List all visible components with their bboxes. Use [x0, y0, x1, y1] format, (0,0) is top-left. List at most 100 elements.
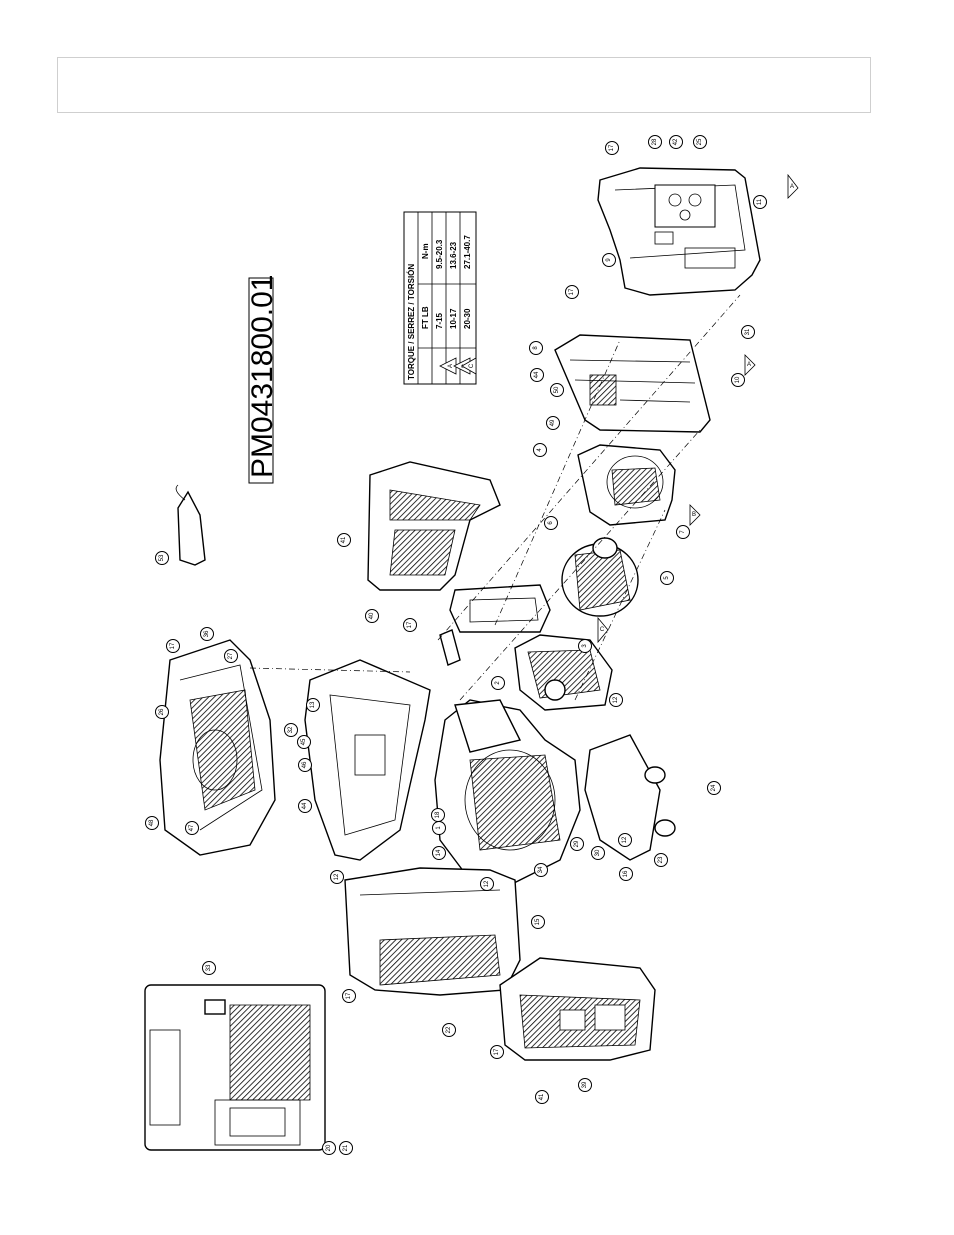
callout-31: 31 — [741, 325, 755, 339]
callout-label: 41 — [539, 1093, 545, 1100]
callout-4: 4 — [533, 443, 547, 457]
torque-marker-10: A — [744, 354, 756, 376]
callout-label: 3 — [582, 644, 588, 648]
callout-label: 11 — [757, 198, 763, 205]
callout-label: 12 — [334, 873, 340, 880]
callout-17: 17 — [403, 618, 417, 632]
callout-label: 31 — [745, 328, 751, 335]
svg-text:A: A — [448, 364, 454, 368]
callout-17: 17 — [342, 989, 356, 1003]
callout-23: 23 — [654, 853, 668, 867]
callout-24: 24 — [707, 781, 721, 795]
callout-label: 13 — [310, 701, 316, 708]
svg-text:C: C — [600, 627, 605, 633]
callout-label: 36 — [204, 630, 210, 637]
callout-label: 17 — [494, 1048, 500, 1055]
base-frame — [304, 659, 431, 861]
callout-label: 8 — [533, 346, 539, 350]
callout-label: 10 — [735, 376, 741, 383]
callout-15: 15 — [531, 915, 545, 929]
svg-text:9.5-20.3: 9.5-20.3 — [435, 239, 444, 269]
callout-label: 18 — [435, 811, 441, 818]
callout-3: 3 — [578, 639, 592, 653]
assembly-lines — [249, 294, 741, 701]
torque-col-ftlb: FT LB — [421, 306, 430, 329]
callout-label: 7 — [680, 530, 686, 534]
spark-plug-cap — [175, 484, 206, 566]
callout-label: 47 — [189, 824, 195, 831]
callout-9: 9 — [602, 253, 616, 267]
callout-39: 39 — [578, 1078, 592, 1092]
callout-11: 11 — [753, 195, 767, 209]
callout-label: 40 — [369, 612, 375, 619]
callout-36: 36 — [200, 627, 214, 641]
torque-table-title: TORQUE / SERREZ / TORSIÓN — [407, 264, 416, 380]
callout-41: 41 — [535, 1090, 549, 1104]
callout-12: 12 — [618, 833, 632, 847]
svg-text:C: C — [469, 363, 475, 368]
callout-6: 6 — [544, 516, 558, 530]
callout-17: 17 — [605, 141, 619, 155]
callout-label: 49 — [550, 419, 556, 426]
torque-row-c: 20-30 27.1-40.7 — [463, 235, 472, 329]
callout-2: 2 — [491, 676, 505, 690]
callout-label: 20 — [326, 1144, 332, 1151]
callout-40: 40 — [365, 609, 379, 623]
side-housing-15 — [344, 867, 521, 996]
callout-10: 10 — [731, 373, 745, 387]
callout-22: 22 — [442, 1023, 456, 1037]
torque-marker-3: C — [597, 616, 609, 644]
callout-8: 8 — [529, 341, 543, 355]
top-handle-cover — [159, 639, 276, 856]
callout-label: 14 — [436, 849, 442, 856]
callout-26: 26 — [155, 705, 169, 719]
callout-17: 17 — [490, 1045, 504, 1059]
callout-27: 27 — [224, 649, 238, 663]
callout-label: 17 — [346, 992, 352, 999]
callout-45: 45 — [297, 735, 311, 749]
callout-label: 16 — [623, 870, 629, 877]
svg-text:7-15: 7-15 — [435, 312, 444, 329]
torque-table: TORQUE / SERREZ / TORSIÓN FT LB N-m A 7-… — [403, 211, 477, 385]
callout-label: 4 — [537, 448, 543, 452]
part-number-text: PM0431800.01 — [246, 275, 279, 479]
svg-text:A: A — [747, 362, 751, 368]
callout-label: 44 — [534, 371, 540, 378]
callout-label: 46 — [302, 761, 308, 768]
callout-28: 28 — [648, 135, 662, 149]
callout-44: 44 — [530, 368, 544, 382]
muffler-bracket — [439, 584, 551, 666]
callout-13: 13 — [306, 698, 320, 712]
callout-label: 12 — [613, 696, 619, 703]
callout-label: 17 — [170, 642, 176, 649]
callout-12: 12 — [609, 693, 623, 707]
callout-label: 50 — [554, 386, 560, 393]
callout-label: 26 — [159, 708, 165, 715]
part-number-label: PM0431800.01 — [246, 275, 279, 484]
side-cover-40 — [367, 461, 501, 591]
rotor-assembly — [561, 537, 639, 617]
svg-text:20-30: 20-30 — [463, 308, 472, 329]
callout-label: 33 — [206, 964, 212, 971]
svg-text:10-17: 10-17 — [449, 308, 458, 329]
callout-label: 27 — [228, 652, 234, 659]
callout-label: 12 — [484, 880, 490, 887]
callout-17: 17 — [166, 639, 180, 653]
callout-17: 17 — [565, 285, 579, 299]
torque-col-nm: N-m — [421, 243, 430, 259]
callout-18: 18 — [431, 808, 445, 822]
callout-label: 24 — [711, 784, 717, 791]
callout-14: 14 — [432, 846, 446, 860]
mount-bracket — [584, 734, 676, 861]
callout-46: 46 — [298, 758, 312, 772]
callout-47: 47 — [185, 821, 199, 835]
fan-cover — [514, 634, 613, 711]
svg-text:13.6-23: 13.6-23 — [449, 241, 458, 269]
torque-marker-11: A — [787, 173, 799, 199]
callout-label: 12 — [622, 836, 628, 843]
header-box — [57, 57, 871, 113]
callout-label: 17 — [407, 621, 413, 628]
callout-12: 12 — [330, 870, 344, 884]
